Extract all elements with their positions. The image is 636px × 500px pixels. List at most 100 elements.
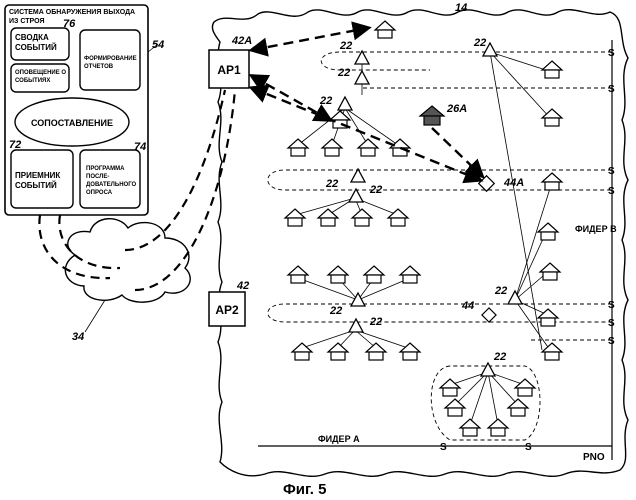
house (538, 223, 558, 240)
poll-program-line4: ОПРОСА (86, 190, 113, 196)
network-cloud: 34 (65, 219, 190, 343)
house (515, 379, 535, 396)
house (440, 379, 460, 396)
node-ref: 22 (329, 305, 342, 317)
house (375, 21, 395, 38)
house (542, 343, 562, 360)
outage-detection-system: СИСТЕМА ОБНАРУЖЕНИЯ ВЫХОДА ИЗ СТРОЯ 54 С… (5, 5, 164, 215)
access-point-ap2: AP2 42 (209, 280, 249, 326)
event-notify-line1: ОПОВЕЩЕНИЕ О (15, 70, 66, 76)
switch-1: S (608, 48, 615, 59)
cloud-leader (85, 300, 105, 332)
matching-label: СОПОСТАВЛЕНИЕ (31, 118, 113, 128)
node (351, 169, 365, 182)
switch-8: S (440, 442, 447, 453)
device-44: 44 (461, 300, 496, 322)
event-summary-line1: СВОДКА (15, 33, 49, 42)
house (542, 61, 562, 78)
ap2-label: AP2 (215, 303, 239, 317)
device-44a: 44A (479, 176, 525, 192)
device-44a-ref: 44A (503, 177, 524, 189)
house (400, 343, 420, 360)
house (400, 266, 420, 283)
device-44-ref: 44 (461, 300, 474, 312)
house (285, 209, 305, 226)
node (338, 97, 352, 110)
system-title-line1: СИСТЕМА ОБНАРУЖЕНИЯ ВЫХОДА (9, 9, 135, 16)
house (542, 109, 562, 126)
node (355, 71, 369, 84)
house (358, 139, 378, 156)
ap1-link-44a (252, 88, 480, 180)
ap1-ref: 42A (231, 35, 252, 47)
poll-program-line3: ДОВАТЕЛЬНОГО (86, 182, 137, 188)
loop-6 (431, 366, 540, 440)
event-receiver-line2: СОБЫТИЙ (15, 181, 57, 190)
house (288, 139, 308, 156)
house (328, 266, 348, 283)
outage-meter-ref: 26A (446, 103, 467, 115)
access-point-ap1: AP1 42A (209, 35, 252, 88)
switch-3: S (608, 166, 615, 177)
service-lines (295, 52, 552, 425)
system-title-line2: ИЗ СТРОЯ (9, 18, 44, 25)
switch-6: S (608, 318, 615, 329)
node-ref: 22 (339, 40, 352, 52)
house (352, 209, 372, 226)
switch-5: S (608, 300, 615, 311)
event-receiver-ref: 72 (9, 139, 21, 151)
node-ref: 22 (369, 184, 382, 196)
event-summary-line2: СОБЫТИЙ (15, 43, 57, 52)
switch-2: S (608, 84, 615, 95)
pno-label: PNO (583, 452, 605, 463)
loop-4 (268, 304, 612, 322)
node-ref: 22 (494, 285, 507, 297)
node (355, 51, 369, 64)
house (364, 266, 384, 283)
cloud-ref: 34 (72, 331, 84, 343)
switch-9: S (525, 442, 532, 453)
feeder-a-label: ФИДЕР А (318, 434, 360, 444)
house (542, 173, 562, 190)
cloud-shape (65, 219, 190, 302)
feeder-b-label: ФИДЕР В (575, 224, 617, 234)
ap2-ref: 42 (236, 280, 249, 292)
service-area-boundary (212, 10, 628, 477)
node-ref: 22 (473, 37, 486, 49)
figure-caption: Фиг. 5 (283, 481, 326, 498)
report-generation-line2: ОТЧЕТОВ (84, 64, 114, 70)
house (322, 139, 342, 156)
node (349, 319, 363, 332)
node (508, 291, 522, 304)
poll-program-line1: ПРОГРАММА (86, 166, 125, 172)
outage-meter-26a: 26A (420, 103, 467, 125)
poll-program-ref: 74 (134, 141, 146, 153)
house (288, 266, 308, 283)
house (488, 419, 508, 436)
event-receiver-line1: ПРИЕМНИК (15, 171, 60, 180)
node-ref: 22 (369, 316, 382, 328)
event-summary-ref: 76 (63, 18, 76, 30)
switch-4: S (608, 186, 615, 197)
service-area-ref: 14 (455, 2, 467, 14)
switch-7: S (608, 336, 615, 347)
house (388, 209, 408, 226)
house (366, 343, 386, 360)
meter-26a-link (432, 128, 482, 176)
node (349, 189, 363, 202)
mesh-loops (268, 52, 612, 440)
house (328, 343, 348, 360)
poll-program-line2: ПОСЛЕ- (86, 174, 109, 180)
node (481, 363, 495, 376)
house (540, 263, 560, 280)
mesh-nodes (338, 43, 522, 376)
ap1-label: AP1 (217, 63, 241, 77)
house (460, 419, 480, 436)
feeder-lines (258, 40, 612, 460)
house (508, 399, 528, 416)
system-box-ref: 54 (152, 39, 164, 51)
node-ref: 22 (319, 95, 332, 107)
ap1-link-node (252, 76, 330, 120)
house (318, 209, 338, 226)
